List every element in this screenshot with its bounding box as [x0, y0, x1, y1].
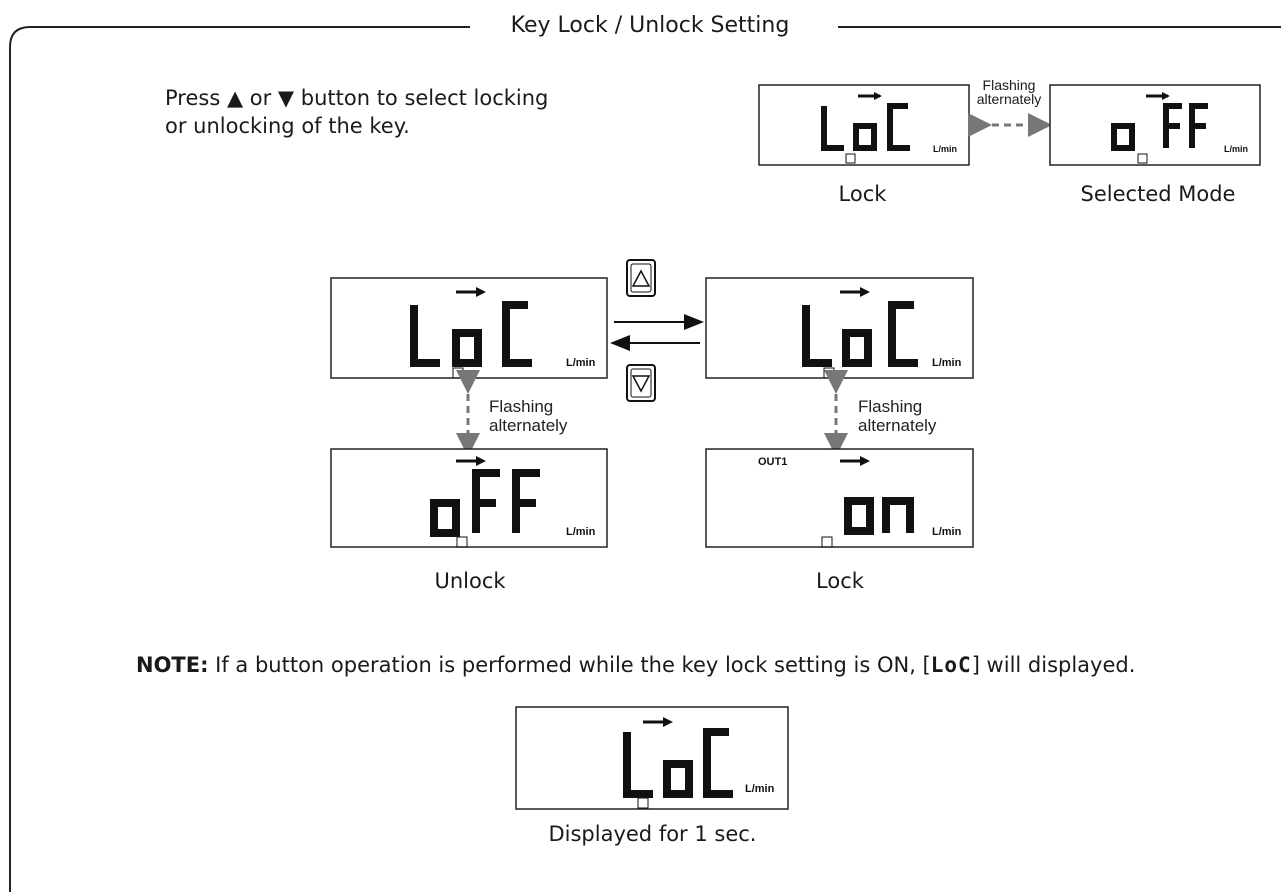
- bottom-caption: Displayed for 1 sec.: [548, 822, 757, 846]
- lcd-top-selected: L/min: [1049, 84, 1261, 166]
- left-flashing-label: Flashing alternately: [489, 397, 567, 435]
- top-flash-diagram: L/min L/min: [758, 84, 1261, 166]
- lcd-top-selected-digits: [1111, 103, 1208, 151]
- lcd-main-left-digits: [410, 301, 532, 367]
- down-triangle-icon: [631, 375, 651, 393]
- right-flashing-label: Flashing alternately: [858, 397, 936, 435]
- lcd-main-lock-digits: [844, 497, 914, 535]
- instruction-line-1: Press ▲ or ▼ button to select locking: [165, 86, 549, 110]
- top-flashing-line-2: alternately: [976, 91, 1042, 107]
- lcd-main-left-unit: L/min: [566, 357, 596, 369]
- lcd-bottom-unit: L/min: [745, 783, 775, 795]
- right-flashing-line-2: alternately: [858, 416, 937, 435]
- note-text: NOTE: If a button operation is performed…: [136, 653, 1135, 677]
- top-flashing-label: Flashing alternately: [970, 78, 1048, 106]
- left-flashing-line-2: alternately: [489, 416, 568, 435]
- up-triangle-icon: [631, 269, 651, 287]
- lcd-top-selected-unit: L/min: [1224, 144, 1248, 154]
- note-body-before: If a button operation is performed while…: [208, 653, 931, 677]
- lcd-main-lock-unit: L/min: [932, 526, 962, 538]
- left-flashing-line-1: Flashing: [489, 397, 554, 416]
- lcd-top-lock-digits: [821, 103, 910, 151]
- lcd-main-right-unit: L/min: [932, 357, 962, 369]
- down-button[interactable]: [626, 364, 656, 402]
- main-diagram: L/min L/min: [330, 259, 974, 548]
- lcd-bottom-digits: [623, 728, 733, 798]
- lcd-main-left: L/min: [330, 277, 608, 379]
- lcd-bottom: L/min: [515, 706, 789, 810]
- lcd-top-lock: L/min: [758, 84, 970, 166]
- section-title: Key Lock / Unlock Setting: [480, 13, 820, 38]
- unlock-caption: Unlock: [434, 569, 506, 593]
- note-body-after: ] will displayed.: [971, 653, 1136, 677]
- lcd-main-right: L/min: [705, 277, 974, 379]
- lcd-top-lock-unit: L/min: [933, 144, 957, 154]
- lcd-main-lock: OUT1 L/min: [705, 448, 974, 548]
- right-flashing-line-1: Flashing: [858, 397, 923, 416]
- instruction-line-2: or unlocking of the key.: [165, 114, 410, 138]
- lcd-main-unlock-digits: [430, 469, 540, 537]
- note-code: LoC: [930, 653, 972, 677]
- lcd-main-right-digits: [802, 301, 918, 367]
- instruction-text: Press ▲ or ▼ button to select locking or…: [165, 84, 548, 140]
- lcd-main-unlock: L/min: [330, 448, 608, 548]
- top-lock-caption: Lock: [838, 182, 887, 206]
- lcd-main-unlock-unit: L/min: [566, 526, 596, 538]
- top-flashing-line-1: Flashing: [982, 77, 1036, 93]
- lcd-main-lock-out-label: OUT1: [758, 456, 787, 468]
- note-label: NOTE:: [136, 653, 209, 677]
- up-button[interactable]: [626, 259, 656, 297]
- top-selected-caption: Selected Mode: [1080, 182, 1236, 206]
- lock-caption: Lock: [816, 569, 864, 593]
